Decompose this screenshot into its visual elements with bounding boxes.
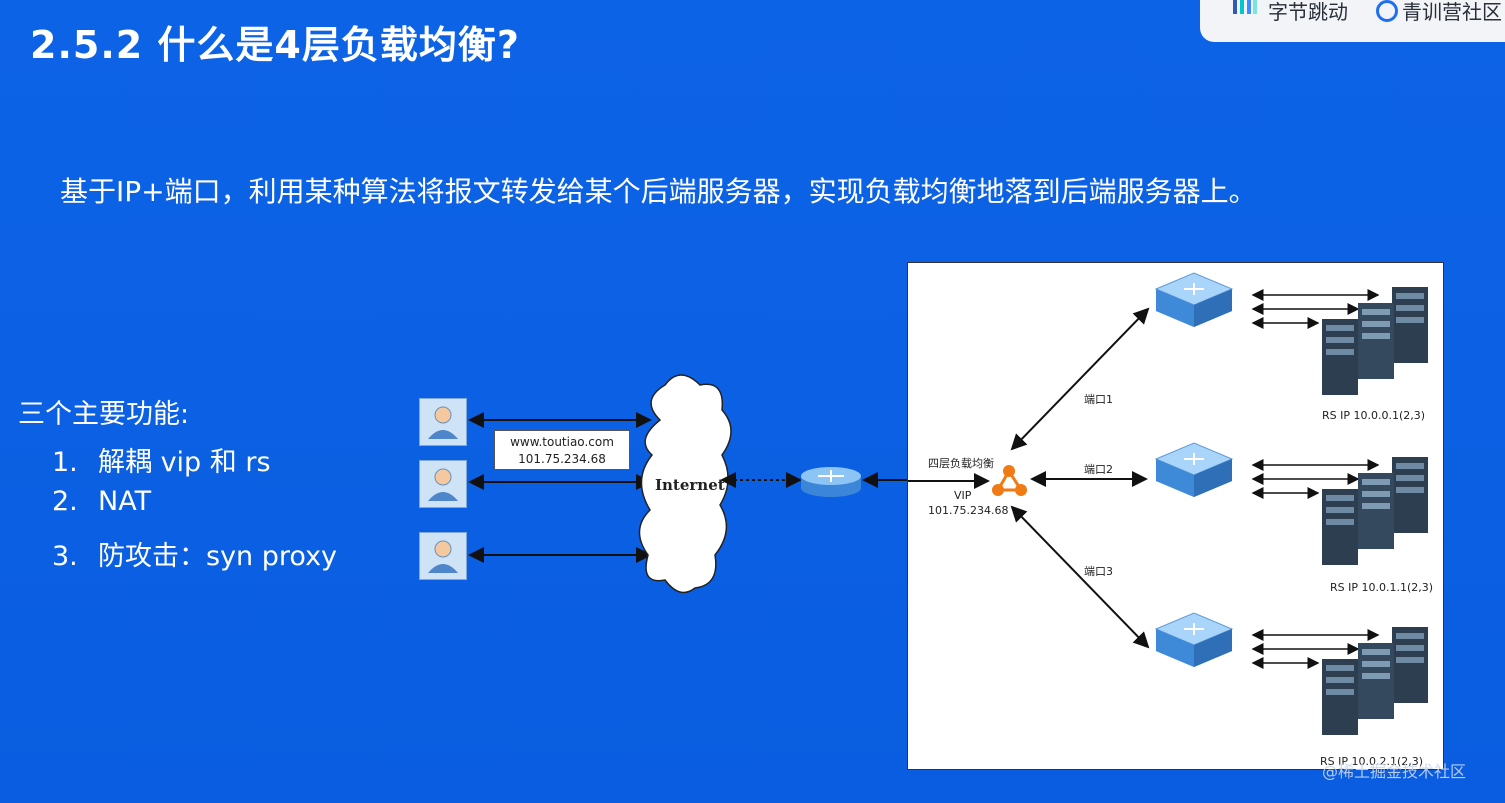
function-item: 1. 解耦 vip 和 rs — [52, 440, 271, 479]
server-rack-icon — [1322, 627, 1428, 735]
rs-ip-label: RS IP 10.0.1.1(2,3) — [1330, 581, 1434, 594]
internet-label: Internet — [655, 476, 725, 494]
user-icon — [419, 460, 467, 508]
function-number: 1. — [52, 447, 78, 478]
server-rack-icon — [1322, 287, 1428, 395]
url-ip-text: 101.75.234.68 — [518, 452, 606, 466]
brand-logo: 字节跳动 青训营社区 — [1200, 0, 1505, 42]
router-icon — [801, 467, 861, 497]
watermark: @稀土掘金技术社区 — [1322, 762, 1467, 781]
function-item: 3. 防攻击：syn proxy — [52, 534, 337, 573]
port3-arrow — [1010, 505, 1150, 649]
lb-label: 四层负载均衡 — [928, 457, 994, 470]
switch-icon — [1154, 612, 1234, 667]
server-rack-icon — [1322, 457, 1428, 565]
vip-label: VIP — [954, 489, 972, 502]
port-label: 端口1 — [1084, 393, 1113, 406]
network-diagram-left — [468, 374, 907, 594]
user-icon — [419, 398, 467, 446]
slide-subtitle: 基于IP+端口，利用某种算法将报文转发给某个后端服务器，实现负载均衡地落到后端服… — [60, 175, 1257, 208]
rs-ip-label: RS IP 10.0.0.1(2,3) — [1322, 409, 1426, 422]
logo-brand-text: 字节跳动 — [1268, 0, 1348, 24]
port-label: 端口3 — [1084, 565, 1113, 578]
function-text: 解耦 vip 和 rs — [98, 447, 271, 478]
functions-title: 三个主要功能: — [18, 399, 190, 430]
bytedance-logo-icon — [1233, 0, 1257, 14]
switch-icon — [1154, 272, 1234, 327]
slide-title: 2.5.2 什么是4层负载均衡? — [30, 23, 520, 67]
rs-ip-label: RS IP 10.0.2.1(2,3) — [1320, 755, 1424, 768]
function-item: 2. NAT — [52, 486, 151, 517]
load-balancer-icon — [992, 465, 1027, 496]
url-text: www.toutiao.com — [510, 435, 614, 449]
vip-ip-label: 101.75.234.68 — [928, 504, 1009, 517]
qingxun-logo-icon — [1376, 0, 1398, 22]
logo-product-text: 青训营社区 — [1402, 0, 1502, 24]
switch-icon — [1154, 442, 1234, 497]
function-text: NAT — [98, 486, 152, 517]
url-box: www.toutiao.com 101.75.234.68 — [494, 430, 630, 470]
function-number: 2. — [52, 486, 78, 517]
function-text: 防攻击：syn proxy — [98, 541, 338, 572]
user-icon — [419, 532, 467, 580]
lb-panel: 四层负载均衡 VIP 101.75.234.68 端口1 端口2 端口3 RS … — [907, 262, 1444, 770]
internet-cloud-icon — [638, 374, 732, 594]
port-label: 端口2 — [1084, 463, 1113, 476]
function-number: 3. — [52, 541, 78, 572]
lb-topology — [908, 272, 1428, 735]
port1-arrow — [1010, 307, 1150, 451]
